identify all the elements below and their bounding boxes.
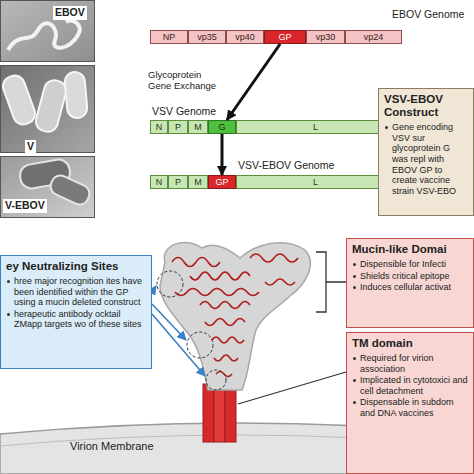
bullet-text: Dispensable in subdom and DNA vaccines xyxy=(352,397,468,418)
micrograph xyxy=(0,0,95,62)
genome-bar xyxy=(150,175,395,189)
annotation-label: VSV Genome xyxy=(152,105,216,117)
callout-box: TM domainRequired for virion association… xyxy=(346,332,474,474)
micrograph-panel: EBOV xyxy=(0,0,95,62)
glycoprotein-structure xyxy=(160,243,310,390)
segment-label: N xyxy=(156,178,163,187)
segment-label: N xyxy=(156,123,163,132)
box-title: ey Neutralizing Sites xyxy=(6,260,146,273)
segment-label: NP xyxy=(163,33,176,42)
segment-label: P xyxy=(175,178,181,187)
exchange-arrow xyxy=(221,134,224,175)
segment-label: GP xyxy=(215,178,228,187)
bullet-text: herapeutic antibody ocktail ZMapp target… xyxy=(6,309,146,330)
bullet-virion xyxy=(34,78,69,134)
bullet-text: Dispensible for Infecti xyxy=(352,259,468,270)
segment-label: vp30 xyxy=(316,33,336,42)
callout-box: VSV-EBOV ConstructGene encoding VSV sur … xyxy=(378,88,474,216)
filament-virion xyxy=(8,21,80,50)
gene-segment: GP xyxy=(264,30,306,44)
leader-line xyxy=(238,372,346,404)
gene-segment: GP xyxy=(208,175,236,189)
epitope-site xyxy=(157,271,183,297)
micrograph-panel: V xyxy=(0,65,95,153)
protein-ribbon xyxy=(172,254,298,377)
genome-bar xyxy=(150,30,402,44)
segment-label: GP xyxy=(278,33,291,42)
segment-label: vp40 xyxy=(235,33,255,42)
gene-segment: L xyxy=(236,120,395,134)
segment-label: M xyxy=(194,123,202,132)
gene-segment: L xyxy=(236,175,395,189)
bracket xyxy=(316,252,346,312)
gene-segment: M xyxy=(188,175,208,189)
micrograph xyxy=(0,156,95,218)
gene-segment: vp40 xyxy=(226,30,264,44)
segment-label: L xyxy=(313,123,318,132)
bullet-virion xyxy=(48,172,93,207)
panel-label: V xyxy=(25,140,36,154)
gene-segment: P xyxy=(168,175,188,189)
tm-helix xyxy=(203,384,214,442)
segment-label: G xyxy=(218,123,225,132)
micrograph xyxy=(0,65,95,153)
segment-label: vp35 xyxy=(197,33,217,42)
box-title: Mucin-like Domai xyxy=(352,243,468,256)
annotation-label: Glycoprotein Gene Exchange xyxy=(148,70,220,92)
bullet-text: Required for virion association xyxy=(352,353,468,374)
tm-helix xyxy=(225,384,236,442)
gene-segment: vp35 xyxy=(188,30,226,44)
epitope-site xyxy=(206,370,226,390)
gene-segment: N xyxy=(150,120,168,134)
box-title: VSV-EBOV Construct xyxy=(384,93,468,119)
gene-segment: vp30 xyxy=(306,30,345,44)
pointer-arrow xyxy=(152,286,156,292)
pointer-arrow xyxy=(152,314,205,376)
epitope-site xyxy=(187,332,213,358)
bullet-text: Shields critical epitope xyxy=(352,271,468,282)
segment-label: L xyxy=(313,178,318,187)
gene-segment: vp24 xyxy=(345,30,402,44)
genome-bar xyxy=(150,120,395,134)
bullet-text: Induces cellular activat xyxy=(352,282,468,293)
gene-segment: M xyxy=(188,120,208,134)
segment-label: M xyxy=(194,178,202,187)
segment-label: P xyxy=(175,123,181,132)
callout-box: Mucin-like DomaiDispensible for InfectiS… xyxy=(346,238,474,328)
gene-segment: NP xyxy=(150,30,188,44)
micrograph-panel: V-EBOV xyxy=(0,156,95,218)
segment-label: vp24 xyxy=(364,33,384,42)
exchange-arrow xyxy=(227,44,280,120)
bullet-virion xyxy=(0,73,38,128)
bullet-text: Implicated in cytotoxici and cell detach… xyxy=(352,375,468,396)
bullet-virion xyxy=(64,71,88,119)
box-title: TM domain xyxy=(352,337,468,350)
panel-label: EBOV xyxy=(53,6,87,20)
gene-segment: P xyxy=(168,120,188,134)
bullet-text: hree major recognition ites have been id… xyxy=(6,276,146,308)
gene-segment: G xyxy=(208,120,236,134)
annotation-label: VSV-EBOV Genome xyxy=(238,159,334,171)
bullet-text: Gene encoding VSV sur glycoprotein G was… xyxy=(384,122,468,196)
gene-segment: N xyxy=(150,175,168,189)
panel-label: V-EBOV xyxy=(3,199,47,213)
callout-box: ey Neutralizing Sites hree major recognit… xyxy=(0,255,152,369)
annotation-label: EBOV Genome xyxy=(392,8,464,20)
annotation-label: Virion Membrane xyxy=(70,440,154,453)
